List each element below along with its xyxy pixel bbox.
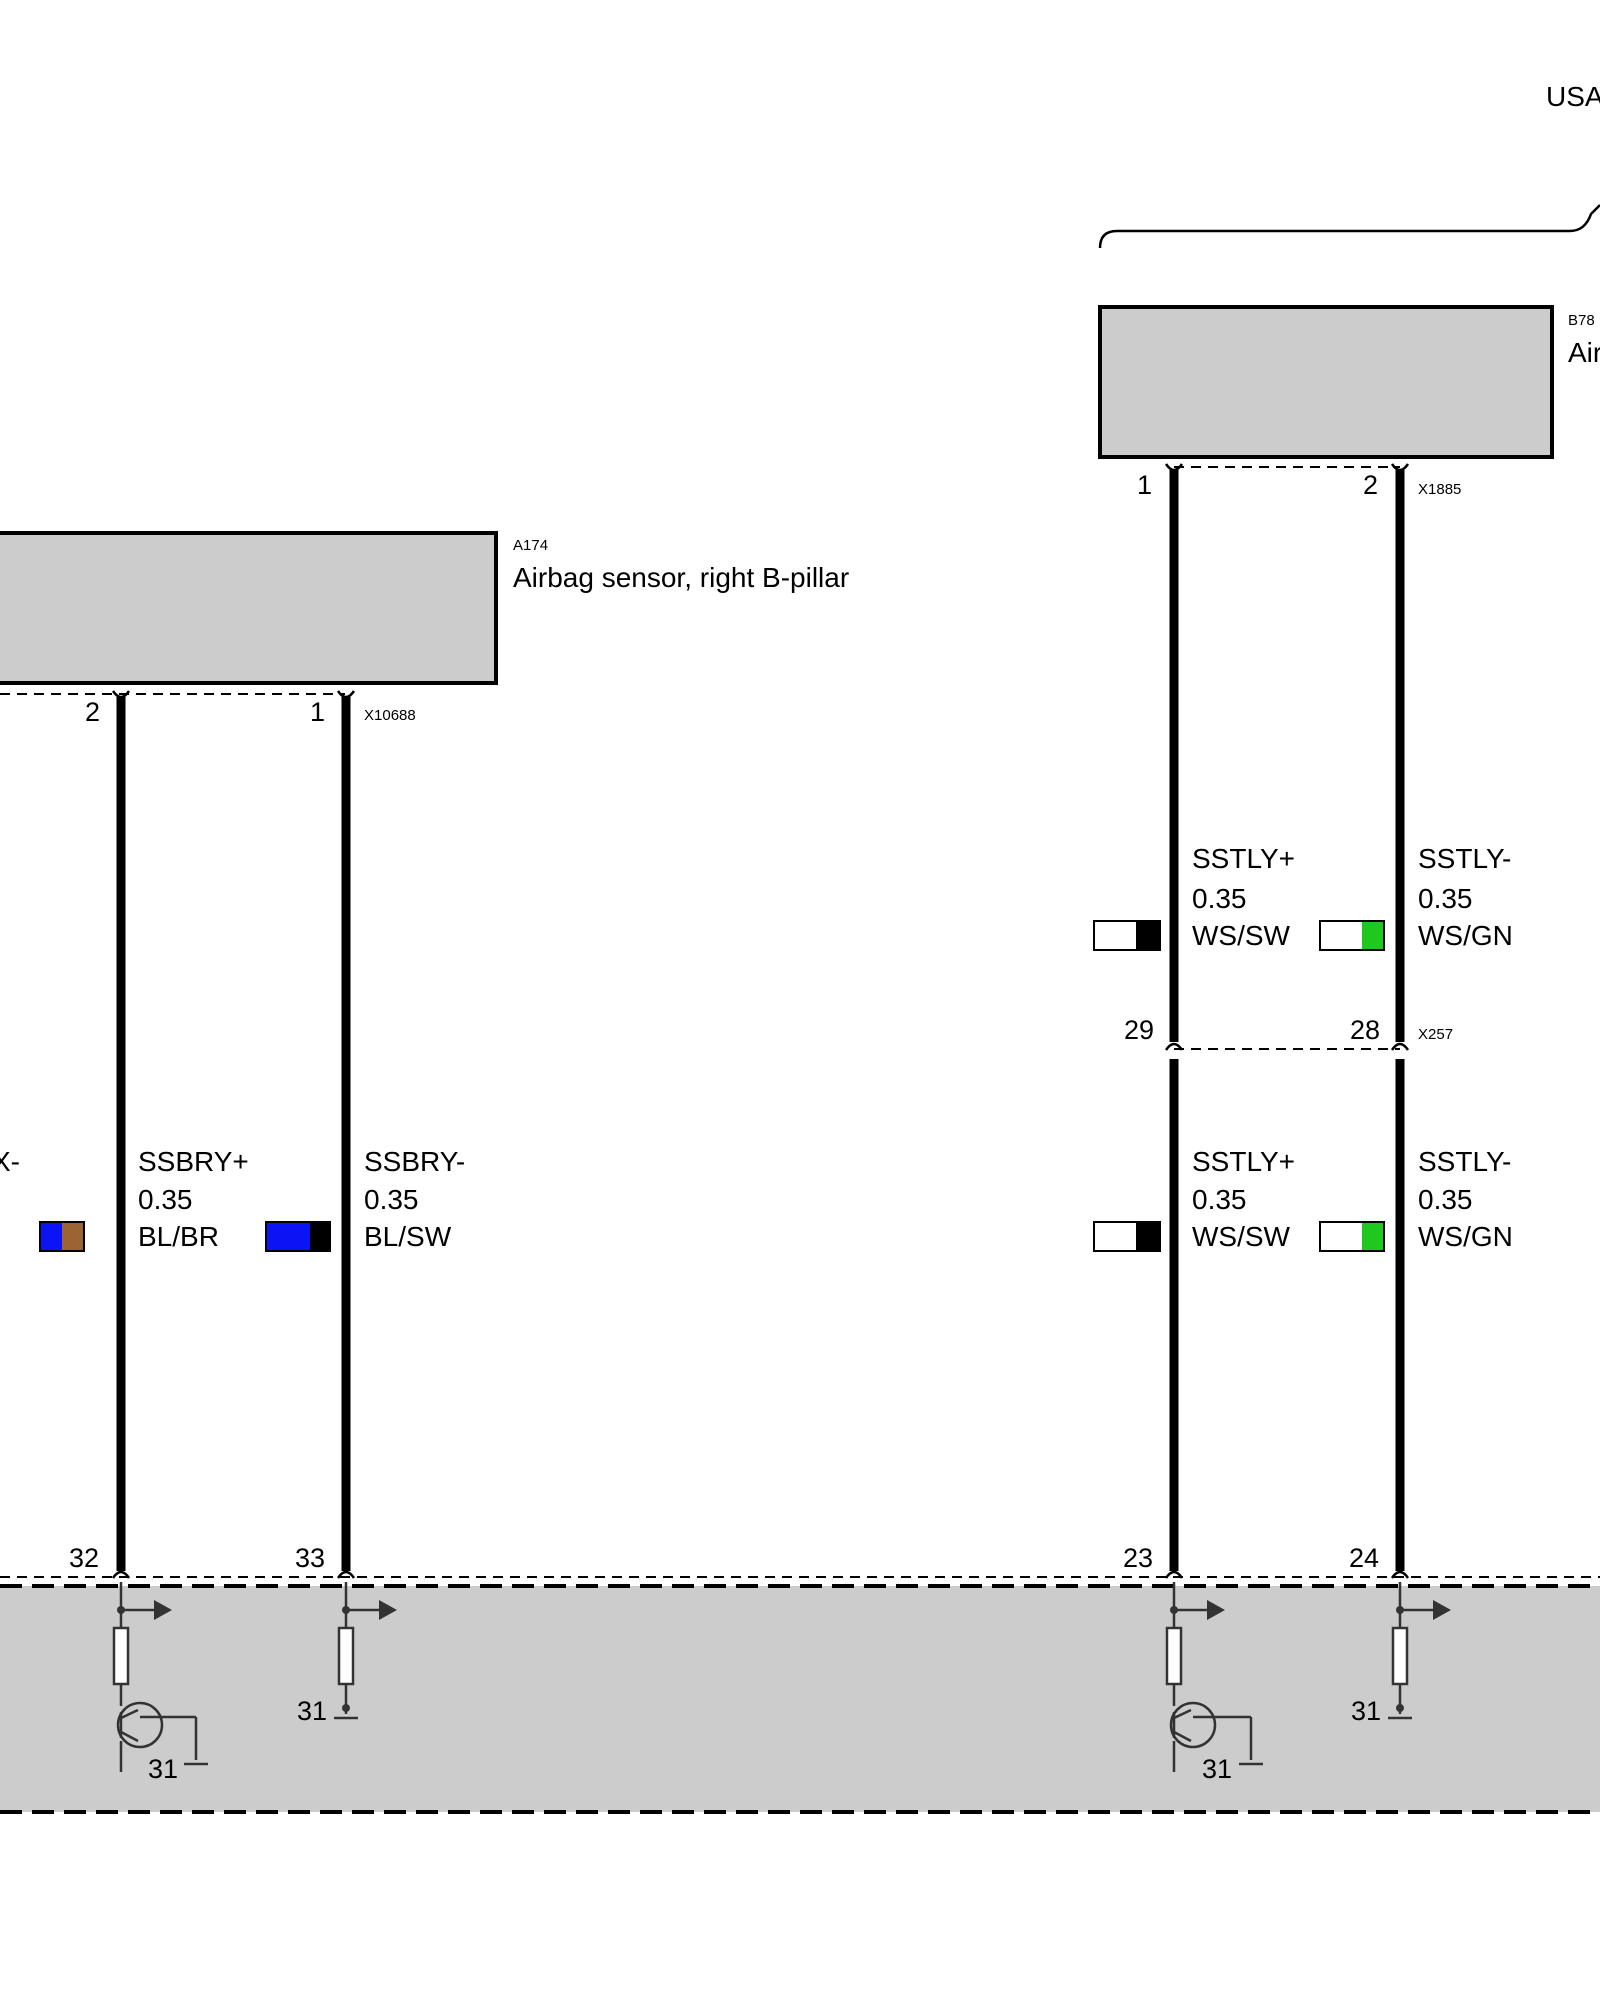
wire-label-ssbry-minus-gauge: 0.35 [364, 1184, 419, 1215]
component-a174-name: Airbag sensor, right B-pillar [513, 562, 849, 593]
wire-swatch-sstly-minus-bottom-left [1320, 1222, 1362, 1251]
pin-x257-29: 29 [1124, 1015, 1154, 1045]
connector-x1885-label: X1885 [1418, 481, 1461, 498]
pin-socket-a174-1 [336, 690, 356, 699]
node-33-ground [342, 1704, 350, 1712]
pin-b78-2: 2 [1363, 470, 1378, 500]
wire-label-ssbry-minus-signal: SSBRY- [364, 1146, 465, 1177]
pin-plug-ecu-33 [336, 1570, 356, 1579]
component-b78-name: Air [1568, 337, 1600, 368]
wire-swatch-ssbry-plus-right [310, 1222, 330, 1251]
wire-label-sstly-plus-top-gauge: 0.35 [1192, 883, 1247, 914]
wire-label-sstly-minus-top-gauge: 0.35 [1418, 883, 1473, 914]
wire-label-ssbry-minus-color: BL/SW [364, 1221, 452, 1252]
ground-label-33: 31 [297, 1696, 327, 1726]
pin-ecu-33: 33 [295, 1543, 325, 1573]
wire-swatch-sstly-plus-top-border [1093, 920, 1161, 951]
ground-label-24: 31 [1351, 1696, 1381, 1726]
wire-label-partial-signal: X- [0, 1146, 20, 1177]
resistor-33 [337, 1626, 355, 1686]
component-b78-box [1098, 305, 1554, 459]
pin-plug-ecu-23 [1164, 1570, 1184, 1579]
pin-ecu-32: 32 [69, 1543, 99, 1573]
resistor-24 [1391, 1626, 1409, 1686]
pin-plug-ecu-24 [1390, 1570, 1410, 1579]
node-23 [1170, 1606, 1178, 1614]
wire-swatch-ssbry-plus-border [265, 1221, 331, 1252]
wire-swatch-ssbry-plus-left [266, 1222, 310, 1251]
wire-label-sstly-minus-bottom-signal: SSTLY- [1418, 1146, 1511, 1177]
control-unit-box [0, 1586, 1600, 1812]
wire-label-ssbry-plus-gauge: 0.35 [138, 1184, 193, 1215]
arrow-icon-24 [1433, 1600, 1451, 1620]
region-label: USA [1546, 81, 1600, 112]
pin-socket-a174-2 [111, 690, 131, 699]
connector-x257-label: X257 [1418, 1026, 1453, 1043]
pin-a174-2: 2 [85, 697, 100, 727]
connector-x10688-label: X10688 [364, 707, 416, 724]
wire-swatch-partial-left [40, 1222, 62, 1251]
ground-label-23: 31 [1202, 1754, 1232, 1784]
pin-b78-1: 1 [1137, 470, 1152, 500]
wire-swatch-sstly-minus-top-left [1320, 921, 1362, 950]
component-a174-box [0, 531, 498, 685]
wire-swatch-sstly-minus-top-border [1319, 920, 1385, 951]
wire-label-ssbry-plus-signal: SSBRY+ [138, 1146, 249, 1177]
wire-label-sstly-minus-top-color: WS/GN [1418, 920, 1513, 951]
pin-a174-1: 1 [310, 697, 325, 727]
node-33 [342, 1606, 350, 1614]
pin-ecu-23: 23 [1123, 1543, 1153, 1573]
wire-label-sstly-minus-bottom-color: WS/GN [1418, 1221, 1513, 1252]
wire-swatch-sstly-minus-bottom-right [1362, 1222, 1384, 1251]
region-brace [1098, 204, 1600, 249]
resistor-32 [112, 1626, 130, 1686]
pin-plug-x257-28 [1390, 1042, 1410, 1051]
resistor-23 [1165, 1626, 1183, 1686]
pin-socket-b78-1 [1164, 463, 1184, 472]
pin-plug-x257-29 [1164, 1042, 1184, 1051]
wire-swatch-sstly-plus-bottom-border [1093, 1221, 1161, 1252]
component-a174-id: A174 [513, 537, 548, 554]
wire-label-ssbry-plus-color: BL/BR [138, 1221, 219, 1252]
wire-swatch-partial-right [62, 1222, 84, 1251]
node-32 [117, 1606, 125, 1614]
wire-swatch-partial-border [39, 1221, 85, 1252]
arrow-icon-32 [154, 1600, 172, 1620]
wire-swatch-sstly-plus-top-left [1094, 921, 1136, 950]
pin-socket-b78-2 [1390, 463, 1410, 472]
wire-label-sstly-plus-bottom-signal: SSTLY+ [1192, 1146, 1295, 1177]
wire-swatch-sstly-plus-top-right [1136, 921, 1160, 950]
wire-label-sstly-minus-bottom-gauge: 0.35 [1418, 1184, 1473, 1215]
pin-ecu-24: 24 [1349, 1543, 1379, 1573]
node-24 [1396, 1606, 1404, 1614]
wire-label-sstly-plus-top-signal: SSTLY+ [1192, 843, 1295, 874]
driver-circuit-32 [116, 1582, 208, 1772]
pin-plug-ecu-32 [111, 1570, 131, 1579]
wire-label-sstly-plus-bottom-gauge: 0.35 [1192, 1184, 1247, 1215]
component-b78-id: B78 [1568, 312, 1595, 329]
wire-label-sstly-plus-top-color: WS/SW [1192, 920, 1291, 951]
arrow-icon-23 [1207, 1600, 1225, 1620]
wire-swatch-sstly-minus-top-right [1362, 921, 1384, 950]
arrow-icon-33 [379, 1600, 397, 1620]
wire-label-sstly-minus-top-signal: SSTLY- [1418, 843, 1511, 874]
wire-label-sstly-plus-bottom-color: WS/SW [1192, 1221, 1291, 1252]
wire-swatch-sstly-plus-bottom-left [1094, 1222, 1136, 1251]
wire-swatch-sstly-plus-bottom-right [1136, 1222, 1160, 1251]
node-24-ground [1396, 1704, 1404, 1712]
ground-label-32: 31 [148, 1754, 178, 1784]
pin-x257-28: 28 [1350, 1015, 1380, 1045]
wire-swatch-sstly-minus-bottom-border [1319, 1221, 1385, 1252]
